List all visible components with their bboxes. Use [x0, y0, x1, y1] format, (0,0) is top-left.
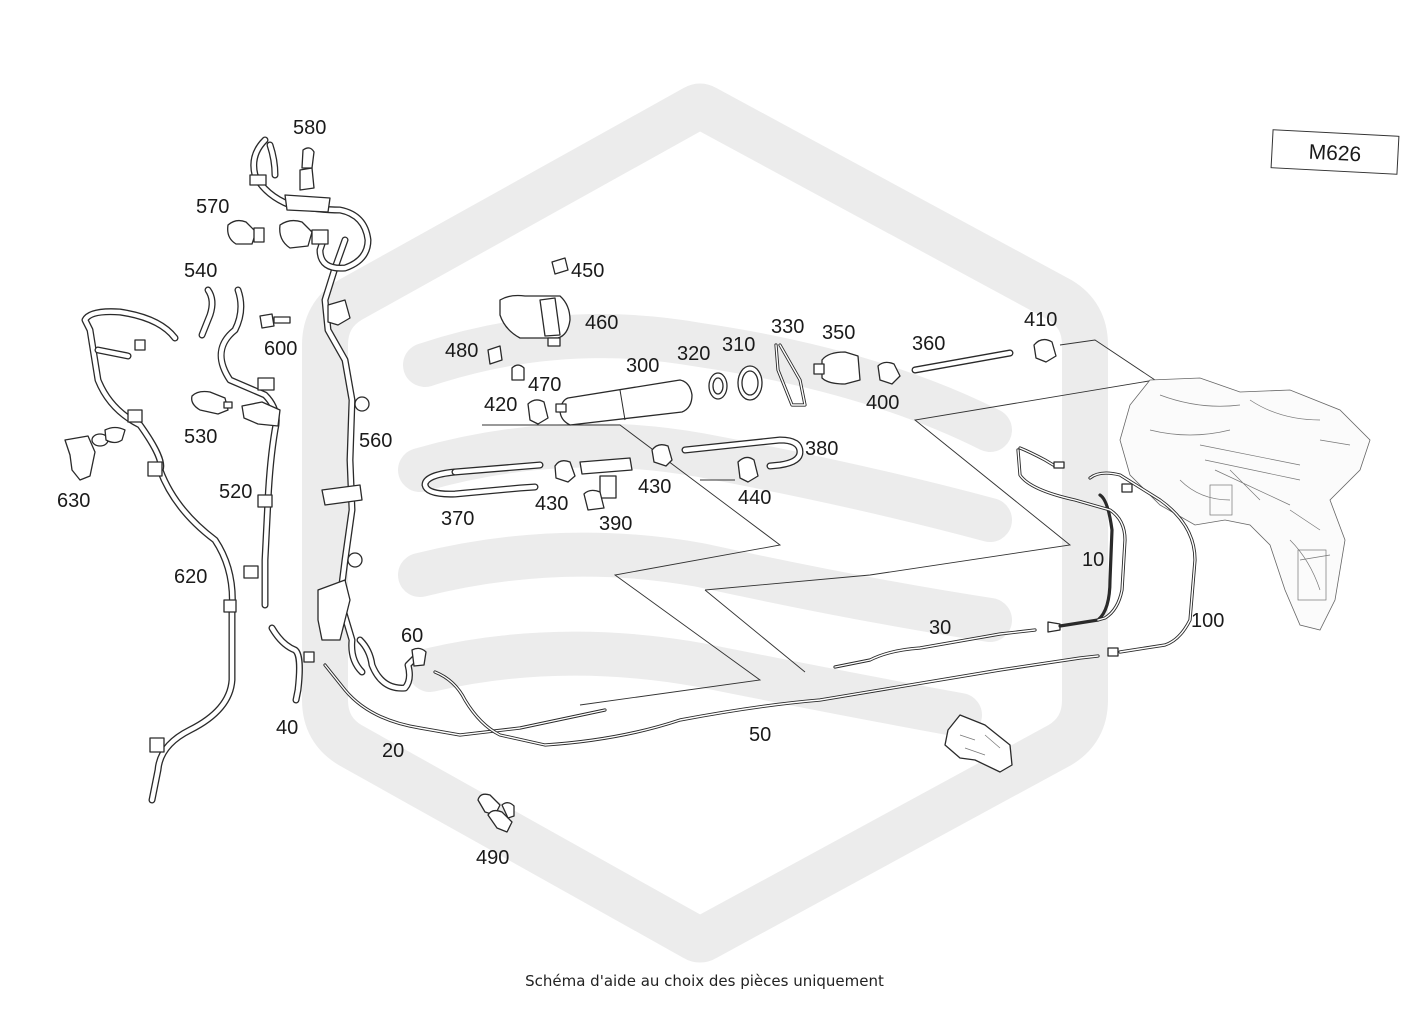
callout-470[interactable]: 470 [528, 374, 561, 396]
clamp-430-left [554, 460, 576, 483]
callout-480[interactable]: 480 [445, 340, 478, 362]
callout-370[interactable]: 370 [441, 508, 474, 530]
callout-530[interactable]: 530 [184, 426, 217, 448]
callout-360[interactable]: 360 [912, 333, 945, 355]
callout-430-right[interactable]: 430 [638, 476, 671, 498]
heater-350 [813, 351, 861, 385]
hose-380 [681, 436, 804, 470]
callout-520[interactable]: 520 [219, 481, 252, 503]
bracket-460 [499, 294, 571, 347]
callout-300[interactable]: 300 [626, 355, 659, 377]
callout-20[interactable]: 20 [382, 740, 404, 762]
callout-540[interactable]: 540 [184, 260, 217, 282]
diagram-caption: Schéma d'aide au choix des pièces unique… [525, 972, 884, 990]
clamp-420 [527, 399, 549, 425]
callout-320[interactable]: 320 [677, 343, 710, 365]
hose-580 [249, 136, 372, 272]
callout-30[interactable]: 30 [929, 617, 951, 639]
leader-lines [482, 339, 1157, 706]
callout-410[interactable]: 410 [1024, 309, 1057, 331]
callout-350[interactable]: 350 [822, 322, 855, 344]
callout-10[interactable]: 10 [1082, 549, 1104, 571]
callout-50[interactable]: 50 [749, 724, 771, 746]
callout-420[interactable]: 420 [484, 394, 517, 416]
callout-labels: 10 20 30 40 50 60 100 300 310 320 330 35… [57, 117, 1224, 869]
callout-460[interactable]: 460 [585, 312, 618, 334]
screw-600 [259, 313, 291, 329]
callout-60[interactable]: 60 [401, 625, 423, 647]
screw-480 [487, 345, 503, 365]
callout-580[interactable]: 580 [293, 117, 326, 139]
callout-430-left[interactable]: 430 [535, 493, 568, 515]
hose-370 [421, 461, 544, 498]
callout-560[interactable]: 560 [359, 430, 392, 452]
clip-330 [774, 343, 807, 407]
line-10 [1016, 446, 1127, 622]
callout-310[interactable]: 310 [722, 334, 755, 356]
callout-440[interactable]: 440 [738, 487, 771, 509]
sensor-400 [877, 361, 901, 385]
bracket-holder [944, 714, 1013, 773]
clamp-430-right [651, 444, 673, 467]
line-100 [1088, 471, 1197, 657]
callout-620[interactable]: 620 [174, 566, 207, 588]
watermark-logo [302, 83, 1108, 963]
fuel-filter-300 [555, 379, 693, 426]
hose-560 [317, 236, 370, 676]
ring-310 [737, 365, 763, 401]
callout-40[interactable]: 40 [276, 717, 298, 739]
connector-390 [579, 457, 633, 511]
hose-40 [268, 624, 315, 704]
model-code-text: M626 [1308, 141, 1362, 167]
callout-450[interactable]: 450 [571, 260, 604, 282]
callout-100[interactable]: 100 [1191, 610, 1224, 632]
line-30 [833, 493, 1114, 669]
callout-570[interactable]: 570 [196, 196, 229, 218]
lines-20-50 [323, 654, 1100, 747]
ring-320 [708, 372, 728, 400]
hose-520 [198, 286, 280, 609]
model-code-badge: M626 [1270, 129, 1400, 175]
cap-440 [737, 456, 759, 483]
callout-490[interactable]: 490 [476, 847, 509, 869]
callout-400[interactable]: 400 [866, 392, 899, 414]
clip-490 [477, 793, 515, 833]
rod-360 [911, 349, 1014, 374]
clip-470 [511, 364, 525, 381]
engine-block [1119, 377, 1371, 631]
hose-620 [81, 308, 237, 804]
connector-530 [191, 390, 281, 427]
callout-330[interactable]: 330 [771, 316, 804, 338]
nut-450 [551, 257, 569, 275]
bracket-630 [64, 426, 126, 481]
connector-570 [227, 219, 329, 249]
hose-60 [356, 636, 427, 692]
callout-380[interactable]: 380 [805, 438, 838, 460]
callout-600[interactable]: 600 [264, 338, 297, 360]
callout-390[interactable]: 390 [599, 513, 632, 535]
callout-630[interactable]: 630 [57, 490, 90, 512]
cap-410 [1033, 338, 1057, 363]
